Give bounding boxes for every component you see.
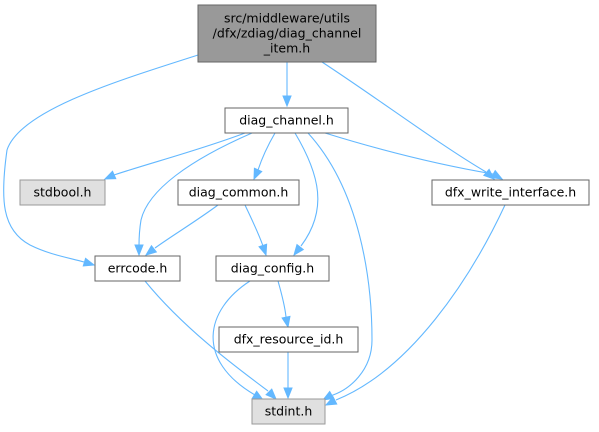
edge-channel-to-stdbool	[103, 132, 246, 180]
edge-resource-id-to-stdint	[283, 352, 293, 400]
edge-errcode-to-stdint	[144, 280, 277, 400]
node-stdint-label-line-1: stdint.h	[265, 404, 313, 419]
edge-config-to-dfx-resource-id-arrowhead	[281, 315, 291, 329]
node-diag-channel-label-line-1: diag_channel.h	[239, 113, 334, 128]
node-stdbool-box	[19, 179, 106, 206]
edge-channel-to-dfx-write-interface-arrowhead	[490, 169, 504, 180]
edge-channel-to-diag-config-line	[294, 132, 319, 247]
node-stdint-box	[251, 398, 326, 425]
node-dfx-resource-id-label-line-1: dfx_resource_id.h	[234, 332, 344, 347]
edge-common-to-diag-config	[244, 204, 268, 257]
node-diag-channel-item[interactable]: src/middleware/utils/dfx/zdiag/diag_chan…	[197, 4, 377, 63]
edge-channel-to-errcode-line	[138, 132, 253, 247]
node-dfx-resource-id-box	[218, 326, 359, 353]
edge-channel-to-stdbool-line	[113, 132, 246, 176]
node-diag-config-label-line-1: diag_config.h	[231, 261, 314, 276]
edge-errcode-to-stdint-arrowhead	[265, 388, 277, 400]
node-dfx-write-interface-label-line-1: dfx_write_interface.h	[445, 185, 576, 200]
node-diag-channel-item-box	[197, 4, 377, 63]
edge-item-to-diag-channel	[282, 62, 292, 108]
node-diag-config[interactable]: diag_config.h	[215, 255, 330, 282]
edge-channel-to-errcode-arrowhead	[134, 244, 144, 257]
edge-channel-to-diag-common	[253, 132, 276, 181]
node-dfx-resource-id[interactable]: dfx_resource_id.h	[218, 326, 359, 353]
edge-common-to-errcode-arrowhead	[144, 244, 158, 256]
nodes-layer: src/middleware/utils/dfx/zdiag/diag_chan…	[19, 4, 590, 425]
node-diag-channel-item-label-line-2: /dfx/zdiag/diag_channel	[213, 26, 362, 41]
node-errcode-label-line-1: errcode.h	[108, 261, 168, 276]
node-diag-common-box	[177, 179, 300, 206]
edge-channel-to-diag-config-arrowhead	[293, 243, 305, 257]
node-diag-channel[interactable]: diag_channel.h	[224, 107, 349, 134]
edge-channel-to-stdint-arrowhead	[321, 390, 335, 401]
edge-dfx-write-to-stdint-arrowhead	[324, 396, 338, 406]
node-errcode[interactable]: errcode.h	[94, 255, 181, 282]
edge-channel-to-diag-common-arrowhead	[253, 167, 263, 181]
edge-common-to-errcode	[144, 204, 219, 256]
edge-common-to-diag-config-line	[244, 204, 264, 247]
node-diag-channel-item-label-line-1: src/middleware/utils	[224, 11, 350, 26]
edge-item-to-errcode-line	[3, 54, 199, 263]
edges-layer	[3, 54, 506, 406]
edge-config-to-dfx-resource-id-line	[277, 280, 287, 318]
edge-channel-to-dfx-write-interface-line	[324, 132, 494, 175]
edge-dfx-write-to-stdint-line	[335, 204, 506, 401]
edge-item-to-dfx-write-interface-line	[321, 61, 487, 173]
node-diag-channel-item-label-line-3: _item.h	[263, 41, 310, 56]
edge-channel-to-stdint-line	[307, 132, 373, 397]
node-diag-common-label-line-1: diag_common.h	[189, 185, 289, 200]
edge-config-to-dfx-resource-id	[277, 280, 291, 329]
edge-config-to-stdint-line	[212, 280, 256, 396]
edge-item-to-errcode-arrowhead	[82, 257, 96, 267]
edge-dfx-write-to-stdint	[324, 204, 506, 406]
node-diag-config-box	[215, 255, 330, 282]
edge-item-to-errcode	[3, 54, 199, 267]
node-diag-channel-box	[224, 107, 349, 134]
edge-errcode-to-stdint-line	[144, 280, 269, 392]
edge-item-to-diag-channel-arrowhead	[282, 95, 292, 108]
node-dfx-write-interface-box	[431, 179, 590, 206]
node-stdint[interactable]: stdint.h	[251, 398, 326, 425]
node-dfx-write-interface[interactable]: dfx_write_interface.h	[431, 179, 590, 206]
node-errcode-box	[94, 255, 181, 282]
edge-channel-to-stdint	[307, 132, 373, 401]
edge-channel-to-stdbool-arrowhead	[103, 170, 117, 180]
edge-resource-id-to-stdint-arrowhead	[283, 387, 293, 400]
node-stdbool-label-line-1: stdbool.h	[34, 185, 92, 200]
edge-common-to-errcode-line	[154, 204, 219, 249]
node-diag-common[interactable]: diag_common.h	[177, 179, 300, 206]
edge-channel-to-diag-common-line	[257, 132, 276, 171]
edge-channel-to-diag-config	[293, 132, 319, 257]
edge-channel-to-dfx-write-interface	[324, 132, 504, 180]
node-stdbool[interactable]: stdbool.h	[19, 179, 106, 206]
edge-channel-to-errcode	[134, 132, 253, 257]
edge-common-to-diag-config-arrowhead	[258, 243, 268, 257]
